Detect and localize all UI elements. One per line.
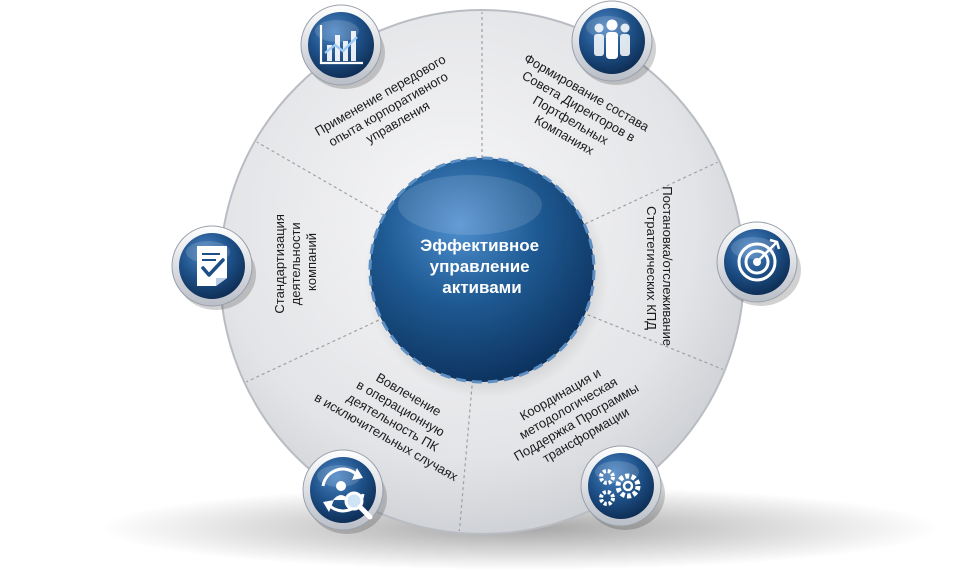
chart-icon — [319, 25, 363, 65]
checklist-icon — [197, 246, 227, 286]
center-title-line-2: управление — [430, 257, 530, 276]
center-title: Эффективное управление активами — [420, 236, 544, 297]
badge-coordination — [580, 445, 665, 530]
badge-standardization — [171, 225, 256, 310]
center-circle — [368, 156, 596, 384]
center-gloss — [398, 175, 542, 235]
segment-divider — [246, 319, 379, 383]
segment-text-kpi: Постановка/отслеживание Стратегических К… — [644, 186, 675, 349]
badge-best-practice — [300, 4, 385, 89]
gears-icon — [599, 469, 641, 506]
segment-divider — [587, 314, 724, 370]
people-icon — [594, 19, 630, 59]
badge-involvement — [302, 449, 387, 534]
badge-board-formation — [571, 0, 656, 85]
segment-text-best-practice: Применение передового опыта корпоративно… — [312, 50, 467, 167]
segment-divider — [458, 385, 473, 532]
cycle-search-icon — [321, 467, 373, 520]
segment-divider — [585, 161, 718, 225]
center-title-line-3: активами — [442, 278, 521, 297]
target-icon — [737, 238, 781, 282]
badge-kpi — [716, 221, 801, 306]
segment-dividers — [246, 12, 724, 532]
segment-divider — [256, 141, 384, 216]
center-title-line-1: Эффективное — [420, 236, 539, 255]
segment-text-standardization: Стандартизация деятельности компаний — [272, 210, 319, 313]
